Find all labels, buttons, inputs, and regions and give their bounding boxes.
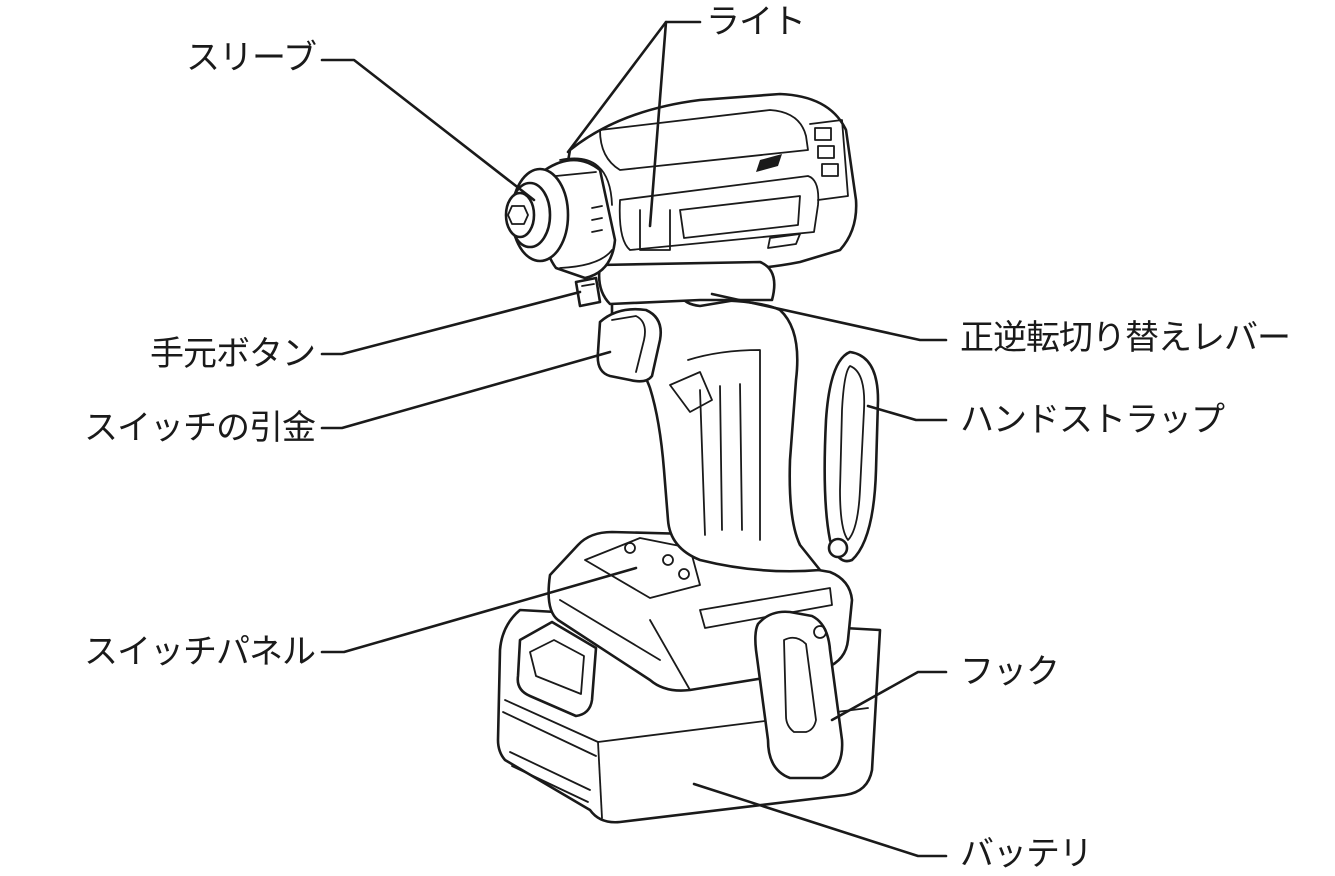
leader-lines — [320, 20, 948, 858]
belt-hook — [754, 610, 844, 780]
tool-handle — [610, 298, 822, 573]
leader-hand-button — [320, 290, 582, 356]
label-hook: フック — [960, 652, 1060, 692]
label-hand-button: 手元ボタン — [150, 334, 316, 374]
label-light: ライト — [706, 2, 806, 42]
leader-hook — [830, 670, 948, 722]
hand-strap — [823, 350, 880, 563]
label-battery: バッテリ — [960, 834, 1093, 874]
label-reversing-lever: 正逆転切り替えレバー — [960, 318, 1291, 358]
label-switch-trigger: スイッチの引金 — [84, 408, 316, 448]
leader-battery — [692, 782, 948, 858]
tool-head — [564, 92, 858, 308]
leader-light-b — [648, 20, 668, 228]
leader-switch-trigger — [320, 350, 612, 430]
leader-sleeve — [320, 58, 536, 202]
leader-switch-panel — [320, 566, 638, 654]
switch-trigger — [596, 307, 662, 383]
hand-button — [574, 276, 602, 308]
label-switch-panel: スイッチパネル — [84, 632, 316, 672]
leader-hand-strap — [866, 404, 948, 422]
label-hand-strap: ハンドストラップ — [960, 400, 1225, 440]
front-nose — [504, 157, 617, 280]
label-sleeve: スリーブ — [186, 38, 317, 78]
leader-reversing-lever — [710, 292, 948, 342]
